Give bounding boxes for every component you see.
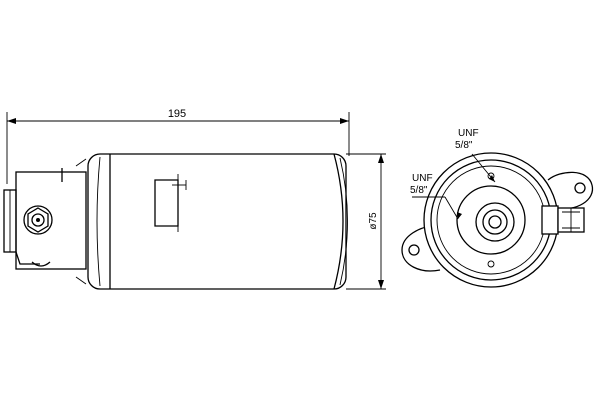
arrowhead-top (378, 154, 384, 163)
thread-label-left-line2: 5/8" (410, 185, 428, 196)
end-view: UNF 5/8" UNF 5/8" (401, 128, 594, 288)
central-fitting (475, 202, 515, 242)
end-cap-curve-left (96, 156, 101, 287)
diameter-dimension: ø75 (346, 153, 386, 290)
end-cap-curve-right (333, 153, 344, 290)
thread-label-left-line1: UNF (412, 173, 433, 184)
shoulder-top (75, 158, 87, 167)
rivet-bottom (487, 260, 495, 268)
thread-label-top-line1: UNF (458, 128, 479, 139)
length-dimension: 195 (6, 108, 350, 184)
side-view: 195 ø75 (3, 108, 386, 290)
shoulder-bottom (75, 276, 87, 285)
sight-glass-rim (23, 205, 53, 235)
end-cap-curve-right-inner (339, 157, 348, 286)
right-ear-hole (574, 182, 586, 194)
fitting-head (3, 168, 87, 270)
label-bracket (154, 174, 187, 232)
outlet-nut (541, 205, 559, 235)
fitting-outer (475, 202, 515, 242)
head-boss-circle (456, 185, 526, 255)
left-ear (401, 225, 441, 272)
leader-top-arrow (489, 175, 495, 182)
sight-glass-hex (27, 207, 49, 233)
thread-label-top-line2: 5/8" (455, 140, 473, 151)
leader-left-arrow (457, 212, 462, 219)
arrowhead-right (340, 118, 349, 124)
drain-nub (31, 261, 51, 267)
head-lower-edge (15, 251, 40, 265)
arrowhead-bottom (378, 280, 384, 289)
leader-left (444, 196, 459, 220)
sight-glass-center (36, 218, 40, 222)
fitting-middle (482, 209, 508, 235)
diameter-dimension-text: ø75 (368, 212, 379, 230)
head-block (15, 171, 87, 270)
arrowhead-left (7, 118, 16, 124)
sight-glass (23, 205, 53, 235)
bracket-outline (154, 179, 179, 227)
sight-glass-window (31, 213, 45, 227)
left-ear-hole (408, 244, 420, 256)
canister-outline (87, 153, 347, 290)
canister-body (75, 153, 348, 290)
fitting-bore (488, 215, 502, 229)
side-outlet (541, 205, 585, 235)
length-dimension-text: 195 (168, 108, 186, 120)
